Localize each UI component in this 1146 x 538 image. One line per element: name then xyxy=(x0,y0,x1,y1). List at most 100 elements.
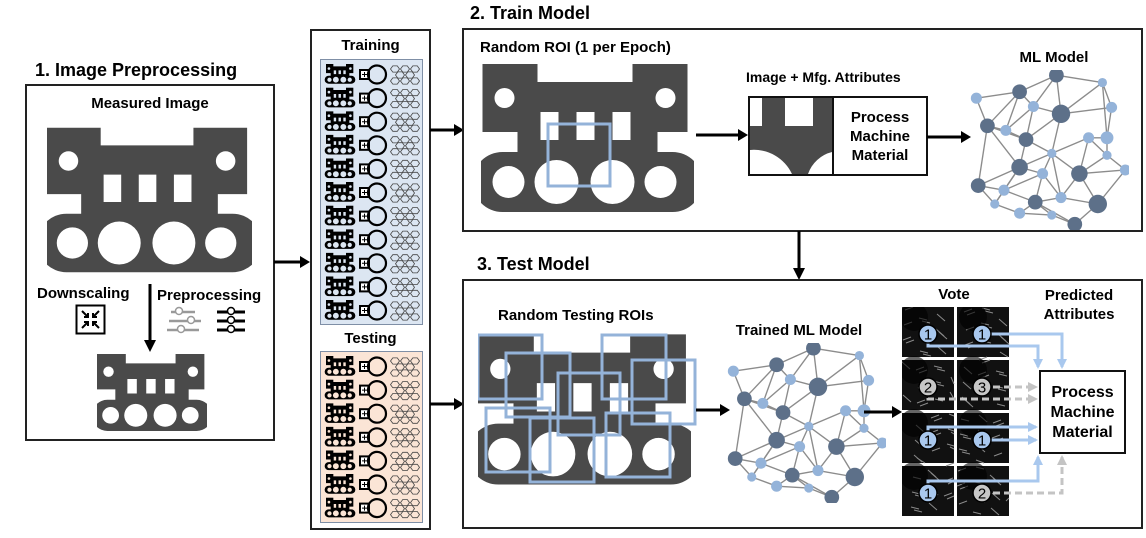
measured-part-image xyxy=(47,126,252,276)
part-thumbnail-icon xyxy=(324,205,356,226)
network-node-dark xyxy=(1071,165,1088,182)
training-set-list xyxy=(320,59,423,325)
testing-roi-box xyxy=(556,371,622,437)
dataset-row xyxy=(324,87,420,109)
pred-attr-process: Process xyxy=(1051,384,1114,401)
network-node-dark xyxy=(980,118,995,134)
svg-text:1: 1 xyxy=(924,433,932,450)
microstructure-thumbnail-icon xyxy=(390,381,420,401)
microstructure-thumbnail-icon xyxy=(390,499,420,519)
predicted-label-line1: Predicted xyxy=(1044,287,1114,304)
pred-attr-machine: Machine xyxy=(1050,404,1115,421)
network-node-light xyxy=(970,92,982,104)
vote-badge: 1 xyxy=(918,430,938,450)
network-node-light xyxy=(727,365,739,377)
network-node-light xyxy=(1047,148,1057,158)
train-attributes: Process Machine Material xyxy=(834,108,926,165)
vote-label: Vote xyxy=(938,286,970,303)
part-thumbnail-icon xyxy=(324,134,356,155)
test-part-image xyxy=(478,333,697,485)
circle-thumbnail-icon xyxy=(366,474,388,495)
microstructure-thumbnail-icon xyxy=(390,183,420,203)
section-title-train: 2. Train Model xyxy=(470,3,591,23)
vote-arrow-disagree xyxy=(982,455,1067,495)
circle-thumbnail-icon xyxy=(366,158,388,180)
microstructure-thumbnail-icon xyxy=(390,207,420,227)
downscaled-part-image xyxy=(97,354,207,432)
circle-thumbnail-icon xyxy=(366,111,388,132)
network-node-dark xyxy=(1088,194,1107,214)
microstructure-thumbnail-icon xyxy=(390,404,420,424)
circle-thumbnail-icon xyxy=(366,206,388,227)
vote-badge: 1 xyxy=(972,430,992,450)
part-thumbnail-icon xyxy=(324,426,356,447)
network-edge xyxy=(986,91,1021,127)
arrow-input-to-model xyxy=(927,131,971,143)
network-edge xyxy=(986,125,1021,168)
network-node-light xyxy=(1014,207,1026,219)
network-edge xyxy=(734,398,746,459)
testing-set-list xyxy=(320,351,423,523)
dataset-row xyxy=(324,403,420,424)
microstructure-thumbnail-icon xyxy=(390,159,420,179)
network-node-dark xyxy=(1067,216,1083,230)
network-node-dark xyxy=(828,438,845,455)
dataset-row xyxy=(324,205,420,227)
section-title-preprocessing: 1. Image Preprocessing xyxy=(35,60,238,80)
network-node-dark xyxy=(970,178,986,193)
network-edge xyxy=(813,347,860,357)
network-node-light xyxy=(840,405,852,417)
circle-thumbnail-icon xyxy=(366,300,388,321)
dataset-row xyxy=(324,379,420,401)
random-roi-label: Random ROI (1 per Epoch) xyxy=(480,39,671,56)
microstructure-thumbnail-icon xyxy=(390,89,420,109)
network-node-dark xyxy=(775,405,791,420)
testing-roi-box xyxy=(484,406,552,474)
network-node-light xyxy=(876,437,886,449)
testing-roi-box xyxy=(604,411,672,479)
dataset-row xyxy=(324,497,420,519)
network-node-light xyxy=(757,397,769,409)
network-node-light xyxy=(1055,192,1067,204)
part-thumbnail-icon xyxy=(324,252,356,273)
preprocessing-label: Preprocessing xyxy=(157,287,262,304)
network-node-light xyxy=(804,421,814,431)
training-label: Training xyxy=(341,37,400,54)
arrow-preprocessing-to-dataset xyxy=(274,256,310,268)
network-node-light xyxy=(863,374,875,386)
circle-thumbnail-icon xyxy=(366,182,388,203)
random-testing-rois-label: Random Testing ROIs xyxy=(498,307,654,324)
testing-roi-box xyxy=(478,333,544,401)
svg-text:2: 2 xyxy=(978,486,986,503)
circle-thumbnail-icon xyxy=(366,427,388,448)
part-thumbnail-icon xyxy=(324,276,356,297)
dataset-row xyxy=(324,276,420,297)
circle-thumbnail-icon xyxy=(366,450,388,472)
network-node-light xyxy=(1100,131,1114,145)
microstructure-thumbnail-icon xyxy=(390,428,420,448)
train-panel: Random ROI (1 per Epoch) Image + Mfg. At… xyxy=(462,28,1143,232)
network-node-dark xyxy=(769,357,784,373)
arrow-rois-to-model xyxy=(696,404,730,416)
svg-text:1: 1 xyxy=(978,327,986,344)
downscale-arrow xyxy=(144,284,156,352)
input-box-divider xyxy=(832,98,834,174)
part-thumbnail-icon xyxy=(324,158,356,179)
network-node-dark xyxy=(784,467,800,483)
measured-image-label: Measured Image xyxy=(91,95,209,112)
dataset-row xyxy=(324,134,420,156)
attr-material: Material xyxy=(851,147,909,164)
network-node-light xyxy=(1000,124,1012,136)
network-node-dark xyxy=(806,343,821,356)
vote-badge: 1 xyxy=(918,324,938,344)
network-edge xyxy=(808,410,846,428)
network-node-dark xyxy=(845,467,864,487)
arrow-model-to-vote xyxy=(864,406,902,418)
network-node-light xyxy=(1119,164,1129,176)
network-node-light xyxy=(1106,101,1118,113)
circle-thumbnail-icon xyxy=(366,253,388,274)
microstructure-thumbnail-icon xyxy=(390,277,420,297)
testing-roi-boxes xyxy=(478,333,697,484)
ml-model-network xyxy=(970,70,1129,230)
